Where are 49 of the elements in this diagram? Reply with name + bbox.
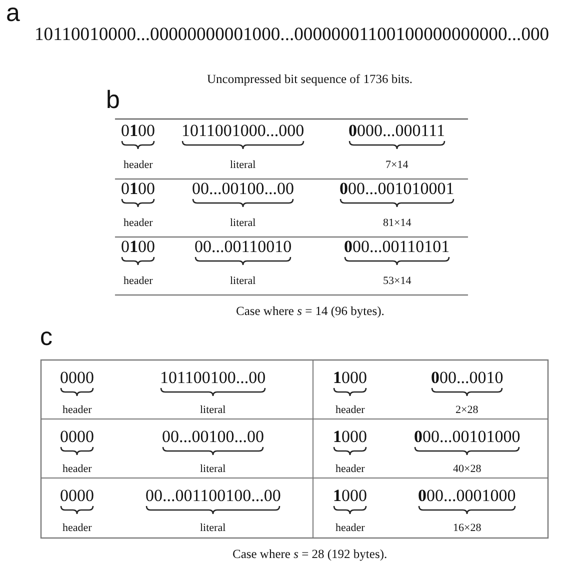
- panel-letter: c: [40, 324, 52, 350]
- field-label: literal: [200, 404, 226, 417]
- field-label: 7×14: [386, 159, 408, 172]
- field-label: header: [336, 522, 365, 535]
- field-label: header: [62, 463, 92, 476]
- figure-caption: Case where s = 28 (192 bytes).: [232, 547, 388, 562]
- field-label: 16×28: [453, 522, 482, 535]
- field-label: header: [62, 404, 92, 417]
- bit-sequence: 10110010000...00000000001000...00000001100100000000000...000: [34, 25, 550, 45]
- bit-string: 0000...000111: [348, 122, 445, 140]
- bit-string: 000...00101000: [414, 428, 520, 446]
- bit-string: 0000: [60, 487, 94, 505]
- bit-string: 00...00100...00: [162, 428, 264, 446]
- field-label: 2×28: [456, 404, 478, 417]
- figure-caption: Case where s = 14 (96 bytes).: [236, 304, 384, 319]
- field-label: header: [124, 217, 153, 230]
- field-label: 53×14: [383, 275, 412, 288]
- bit-string: 0100: [121, 180, 155, 198]
- panel-letter: b: [106, 87, 120, 113]
- bit-string: 000...0001000: [418, 487, 516, 505]
- field-label: header: [124, 275, 153, 288]
- field-label: literal: [200, 463, 226, 476]
- bit-string: 00...001100100...00: [146, 487, 281, 505]
- bit-string: 00...00100...00: [192, 180, 294, 198]
- bit-string: 0100: [121, 238, 155, 256]
- bit-string: 0100: [121, 122, 155, 140]
- bit-string: 1000: [333, 428, 367, 446]
- field-label: header: [62, 522, 92, 535]
- panel-letter: a: [6, 0, 20, 26]
- bit-string: 00...00110010: [194, 238, 292, 256]
- field-label: header: [336, 463, 365, 476]
- bit-string: 101100100...00: [160, 369, 266, 387]
- bit-string: 1011001000...000: [182, 122, 304, 140]
- field-label: 40×28: [453, 463, 482, 476]
- field-label: literal: [200, 522, 226, 535]
- bit-string: 0000: [60, 428, 94, 446]
- field-label: 81×14: [383, 217, 412, 230]
- bit-string: 0000: [60, 369, 94, 387]
- field-label: literal: [230, 217, 256, 230]
- bit-string: 1000: [333, 369, 367, 387]
- bit-string: 000...00110101: [344, 238, 450, 256]
- bit-string: 000...001010001: [340, 180, 454, 198]
- field-label: literal: [230, 275, 256, 288]
- field-label: header: [336, 404, 365, 417]
- figure-caption: Uncompressed bit sequence of 1736 bits.: [207, 72, 413, 87]
- bit-string: 000...0010: [431, 369, 504, 387]
- bit-string: 1000: [333, 487, 367, 505]
- field-label: header: [124, 159, 153, 172]
- field-label: literal: [230, 159, 256, 172]
